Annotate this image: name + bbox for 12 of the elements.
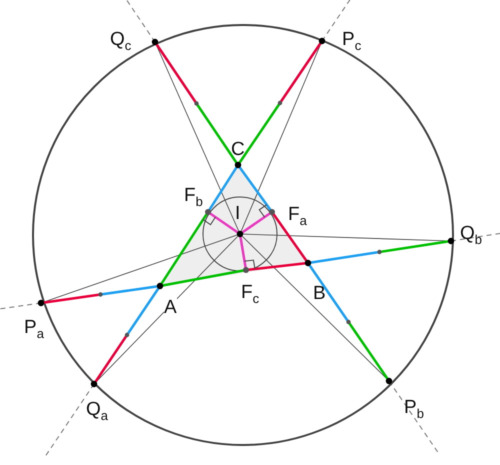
point-label: Q$_{a}$ (86, 400, 108, 425)
point-label: F$_{c}$ (241, 283, 260, 308)
point-label: C (231, 140, 245, 160)
point-label: P$_{c}$ (342, 30, 362, 55)
point-label: F$_{b}$ (184, 186, 203, 211)
point-label: I (235, 204, 240, 224)
point-label: B (313, 284, 326, 304)
point-label: Q$_{b}$ (460, 224, 482, 249)
point-label: Q$_{c}$ (110, 30, 132, 55)
point-label: F$_{a}$ (288, 205, 307, 230)
point-label: P$_{b}$ (404, 398, 424, 423)
point-label: P$_{a}$ (24, 318, 44, 343)
